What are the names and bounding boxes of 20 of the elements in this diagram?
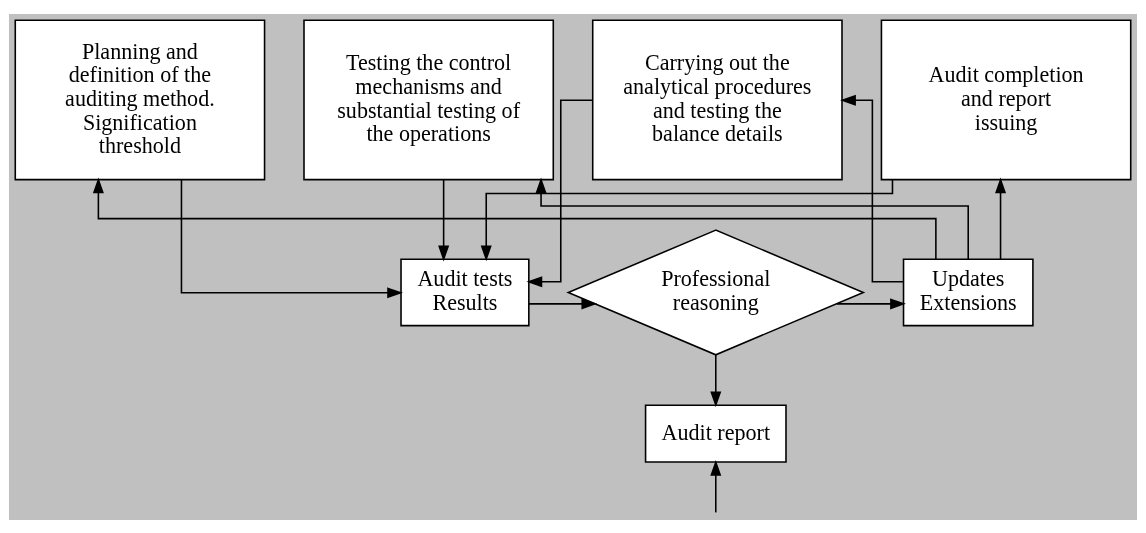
arrow <box>480 178 894 261</box>
arrow <box>526 99 594 287</box>
node-box: Testing the control mechanisms and substantial testing of the operations <box>303 19 555 180</box>
node-box: Audit report <box>644 403 787 463</box>
arrow <box>710 353 722 407</box>
node-box: Carrying out the analytical procedures and testing the balance details <box>591 19 843 180</box>
arrow <box>840 94 904 283</box>
node-box: Audit tests Results <box>400 258 530 326</box>
node-diamond: Professional reasoning <box>566 228 866 356</box>
arrow <box>180 178 403 298</box>
arrow <box>710 459 722 513</box>
arrow <box>535 176 969 260</box>
arrow <box>438 178 450 261</box>
arrow <box>92 176 937 260</box>
node-box: Audit completion and report issuing <box>880 19 1132 180</box>
arrow <box>995 177 1007 260</box>
node-box: Planning and definition of the auditing method. Signification threshold <box>14 19 266 180</box>
arrow <box>528 297 598 309</box>
arrow <box>836 297 906 309</box>
node-box: Updates Extensions <box>902 258 1034 326</box>
